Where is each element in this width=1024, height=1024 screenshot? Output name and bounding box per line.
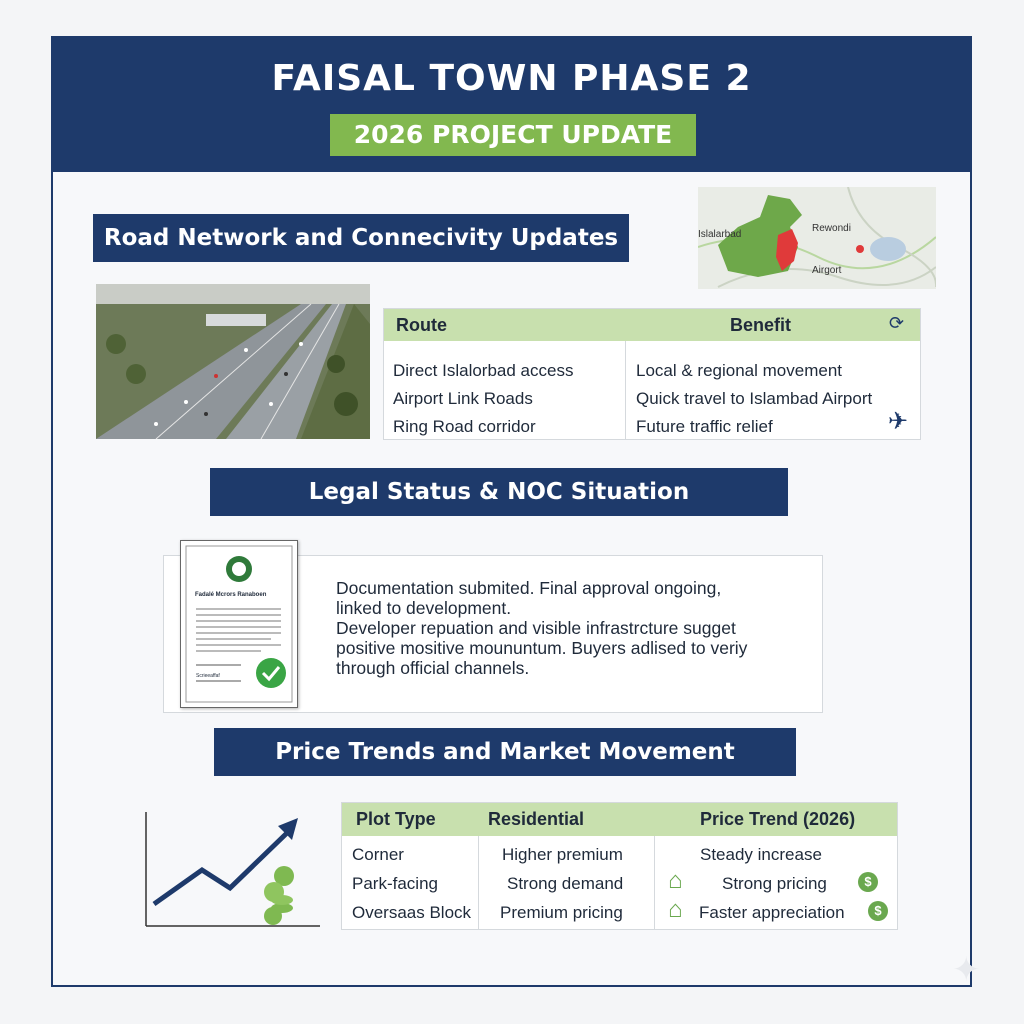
price-table-header [342, 803, 897, 836]
money-bag-icon: $ [868, 901, 888, 921]
route-table-header [384, 309, 920, 341]
sparkle-icon: ✦ [952, 951, 981, 989]
residential-cell: Higher premium [502, 845, 623, 864]
price-divider [478, 836, 479, 929]
benefit-cell: Quick travel to Islambad Airport [636, 389, 873, 408]
legal-text-line: Developer repuation and visible infrastr… [336, 618, 736, 638]
trend-cell: Steady increase [700, 845, 822, 864]
highway-illustration [96, 284, 370, 439]
route-cell: Airport Link Roads [393, 389, 533, 408]
benefit-cell: Future traffic relief [636, 417, 773, 436]
price-divider [654, 836, 655, 929]
map-label-islamabad: Islalarbad [698, 229, 742, 240]
price-header-plot-type: Plot Type [356, 809, 436, 829]
price-header-trend: Price Trend (2026) [700, 809, 856, 829]
trend-arrow-graphic [145, 812, 320, 927]
route-cell: Ring Road corridor [393, 417, 536, 436]
legal-text-line: linked to development. [336, 598, 512, 618]
location-map: Islalarbad Rewondi Airgort [698, 187, 936, 289]
map-label-rawalpindi: Rewondi [812, 223, 851, 234]
legal-text-line: Documentation submited. Final approval o… [336, 578, 722, 598]
plot-type-cell: Park-facing [352, 874, 438, 893]
legal-status-text: Documentation submited. Final approval o… [336, 578, 806, 678]
route-table: Route Benefit ⟳ Direct Islalorbad access… [383, 308, 921, 440]
route-divider [625, 341, 626, 439]
airplane-icon: ✈ [888, 408, 909, 435]
legal-text-line: positive mositive moununtum. Buyers adli… [336, 638, 748, 658]
page-subtitle: 2026 PROJECT UPDATE [330, 114, 696, 156]
price-section-heading: Price Trends and Market Movement [214, 728, 796, 776]
money-bag-icon: $ [858, 872, 878, 892]
page-title: FAISAL TOWN PHASE 2 [271, 58, 752, 99]
legal-section-heading: Legal Status & NOC Situation [210, 468, 788, 516]
plot-type-cell: Oversaas Block [352, 903, 472, 922]
house-icon: ⌂ [668, 896, 683, 923]
residential-cell: Premium pricing [500, 903, 623, 922]
document-signature: Scrieeaffaf [196, 673, 220, 679]
document-graphic [185, 545, 293, 703]
trend-cell: Faster appreciation [699, 903, 845, 922]
plot-type-cell: Corner [352, 845, 404, 864]
document-title: Fadalé Mcrors Ranaboen [195, 592, 267, 598]
refresh-icon: ⟳ [889, 313, 905, 333]
noc-document: Fadalé Mcrors Ranaboen Scrieeaffaf [180, 540, 298, 708]
highway-photo [96, 284, 370, 439]
price-header-residential: Residential [488, 809, 585, 829]
legal-text-line: through official channels. [336, 658, 530, 678]
house-icon: ⌂ [668, 867, 683, 894]
route-cell: Direct Islalorbad access [393, 361, 574, 380]
road-section-heading: Road Network and Connecivity Updates [93, 214, 629, 262]
trend-cell: Strong pricing [722, 874, 827, 893]
price-table: Plot Type Residential Price Trend (2026)… [341, 802, 898, 930]
route-header-route: Route [396, 315, 447, 335]
residential-cell: Strong demand [507, 874, 624, 893]
map-label-airport: Airgort [812, 265, 842, 276]
trend-chart-icon [138, 808, 328, 936]
map-graphic [698, 187, 936, 288]
benefit-cell: Local & regional movement [636, 361, 843, 380]
route-header-benefit: Benefit [730, 315, 792, 335]
